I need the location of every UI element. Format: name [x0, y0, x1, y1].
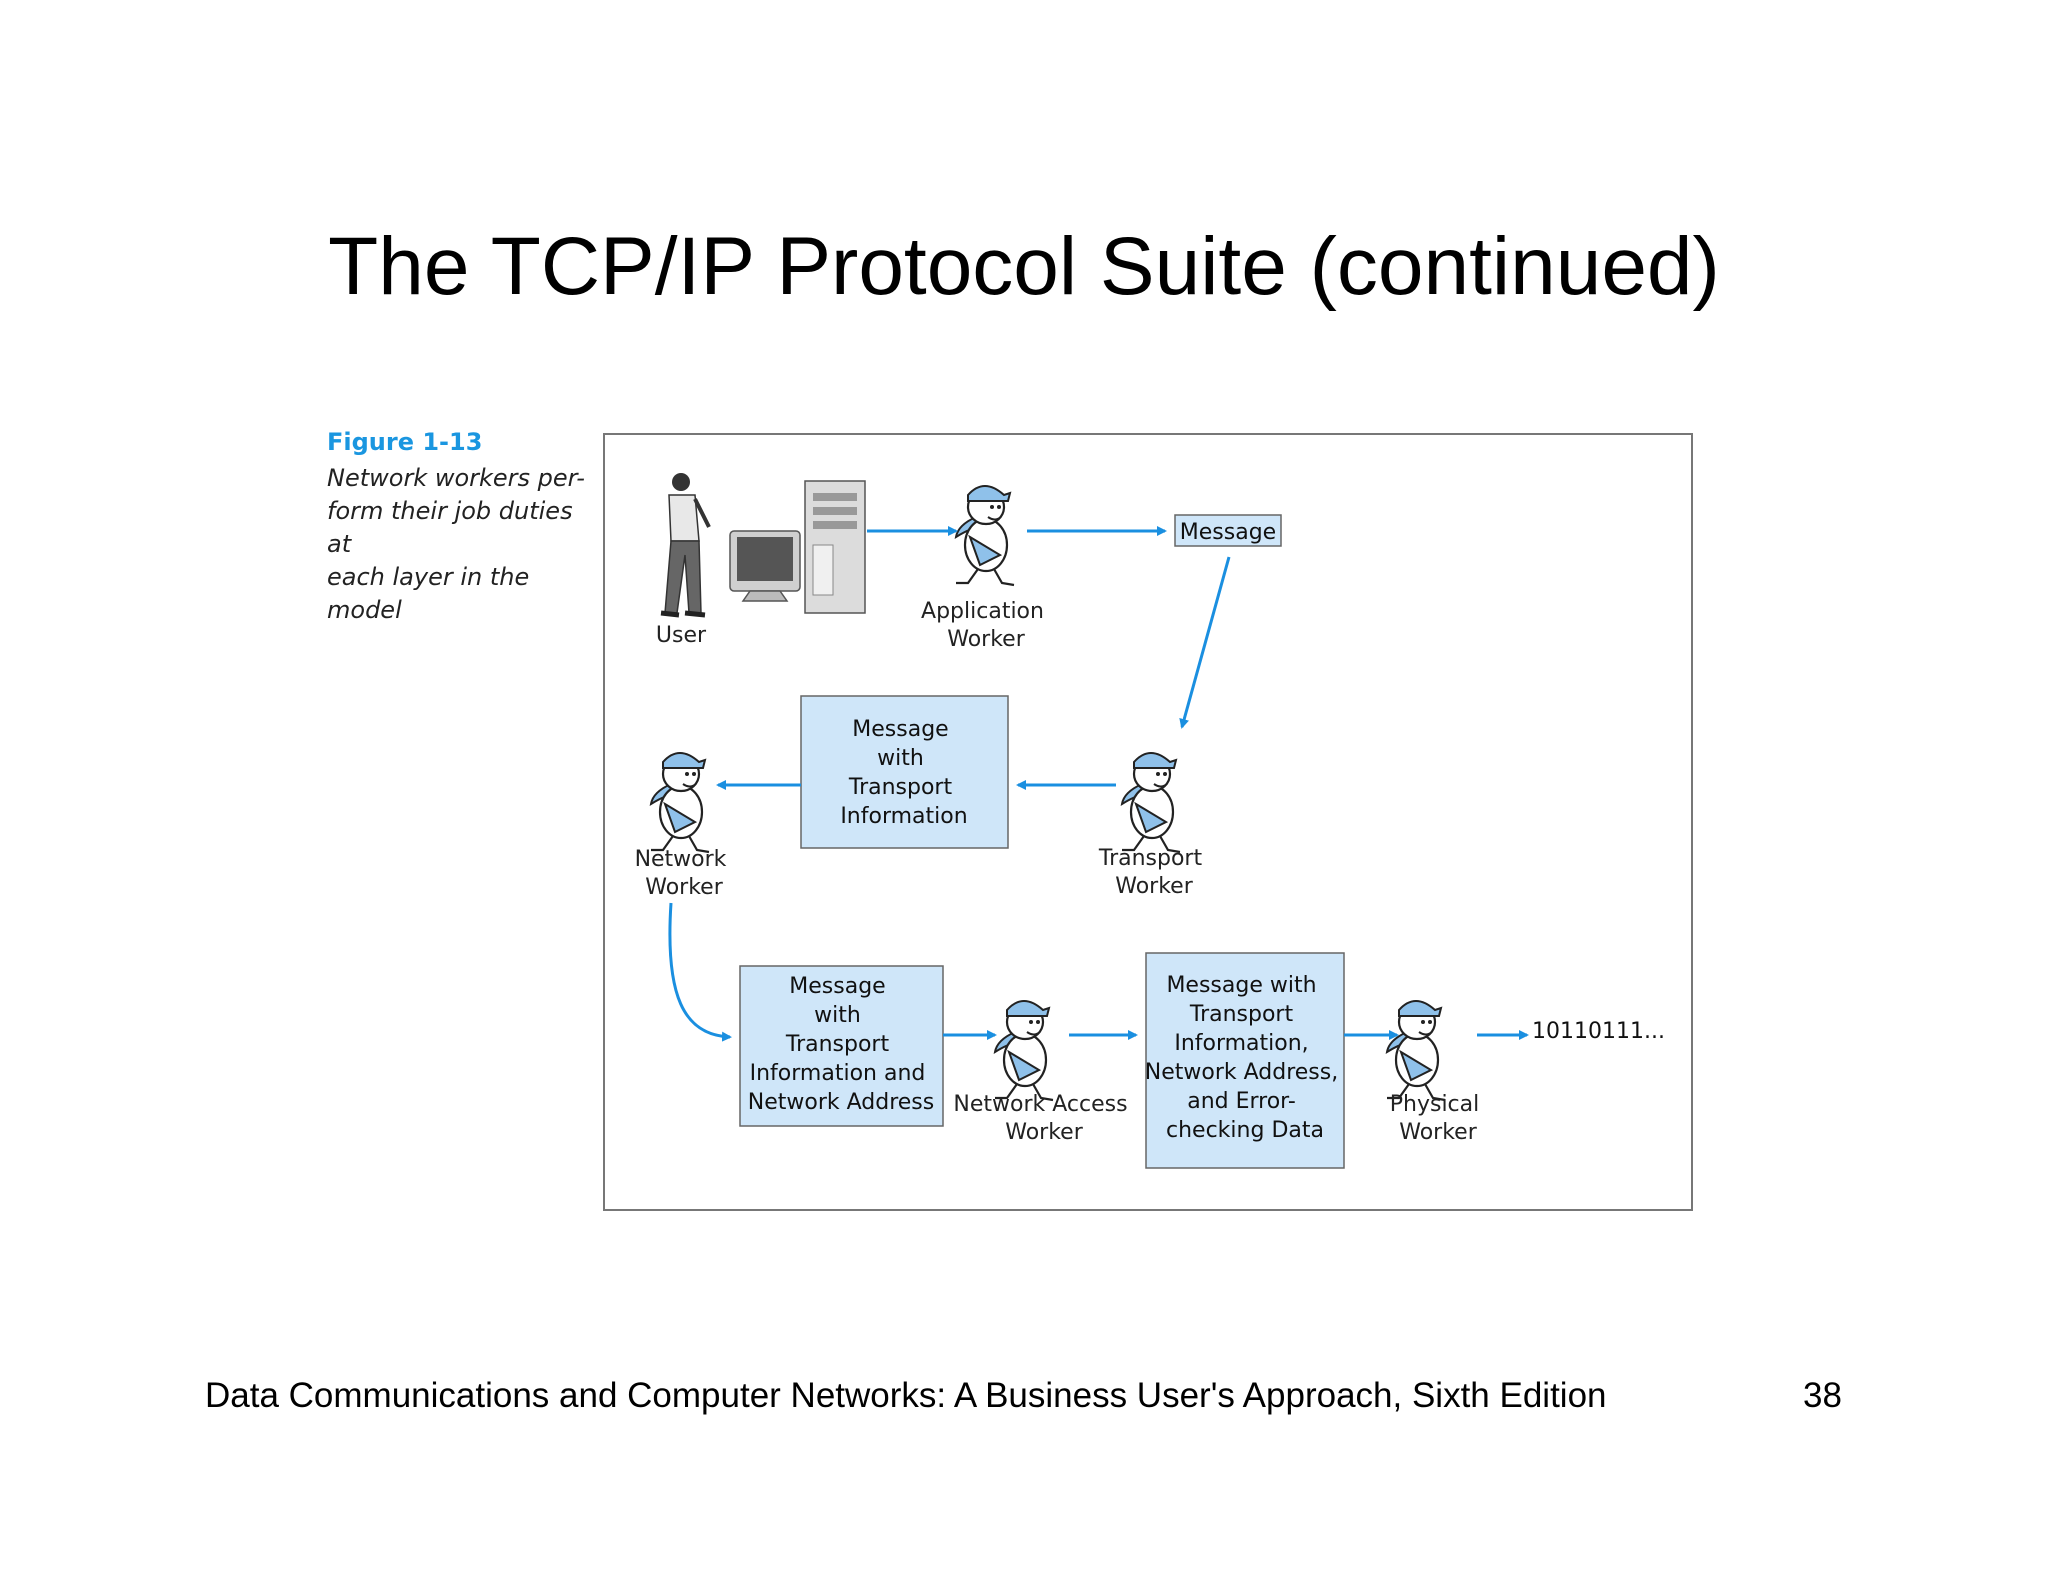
full-message-box	[1145, 952, 1345, 1169]
network-worker-icon	[649, 751, 711, 854]
transport-worker-icon	[1120, 751, 1182, 854]
network-access-worker-label: Network Access Worker	[953, 1092, 1134, 1145]
arrow-message-to-transport	[1179, 556, 1231, 729]
transport-info-box-label: Message with Transport Information	[840, 717, 967, 829]
footer-book-title: Data Communications and Computer Network…	[205, 1376, 1607, 1415]
arrow-network-to-box	[668, 902, 732, 1042]
user-label: User	[656, 623, 707, 648]
figure-number: Figure 1-13	[327, 428, 483, 456]
slide-title: The TCP/IP Protocol Suite (continued)	[328, 221, 1720, 312]
computer-icon	[729, 480, 866, 614]
network-worker-label: Network Worker	[635, 847, 734, 900]
figure-frame: User Application Worker Transport Worker…	[603, 433, 1693, 1211]
physical-worker-label: Physical Worker	[1390, 1092, 1487, 1145]
figure-caption: Figure 1-13 Network workers per- form th…	[327, 428, 597, 627]
caption-line: form their job duties at	[327, 497, 573, 558]
transport-worker-label: Transport Worker	[1098, 846, 1209, 899]
network-workers-diagram: User Application Worker Transport Worker…	[635, 473, 1665, 1169]
bit-stream-label: 10110111...	[1532, 1019, 1665, 1044]
physical-worker-icon	[1385, 999, 1447, 1102]
application-worker-icon	[954, 484, 1016, 587]
caption-line: Network workers per-	[327, 464, 585, 492]
network-address-box-label: Message with Transport Information and N…	[748, 974, 934, 1115]
full-message-box-label: Message with Transport Information, Netw…	[1145, 973, 1345, 1143]
message-box-label: Message	[1180, 520, 1276, 545]
caption-line: each layer in the model	[327, 563, 530, 624]
transport-info-box	[800, 695, 1009, 849]
network-address-box	[739, 965, 944, 1127]
message-box	[1174, 514, 1282, 547]
application-worker-label: Application Worker	[921, 599, 1051, 652]
network-access-worker-icon	[993, 999, 1055, 1102]
user-person-icon	[660, 473, 711, 618]
page-number: 38	[1803, 1376, 1842, 1415]
figure-caption-text: Network workers per- form their job duti…	[327, 462, 597, 627]
